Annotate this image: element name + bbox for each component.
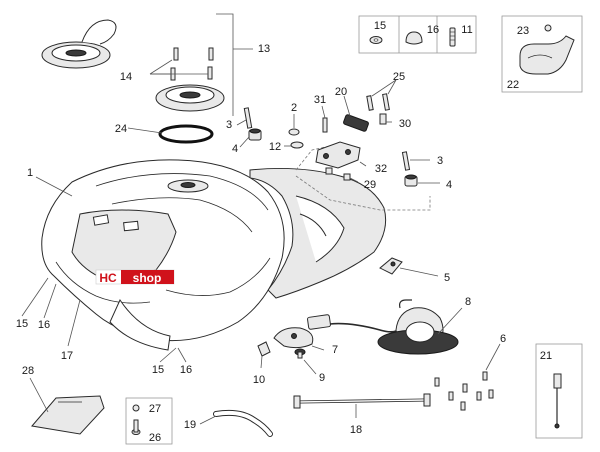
- sensor-21-part: [553, 373, 562, 429]
- gasket-24-part: [158, 124, 214, 144]
- callout-23: 23: [517, 25, 529, 37]
- drain-hose-19-part: [213, 409, 273, 437]
- screw-3-right-part: [401, 151, 411, 171]
- washer-12-part: [290, 141, 304, 149]
- screws-14-part: [170, 47, 214, 81]
- callout-1: 1: [27, 167, 33, 179]
- callout-21: 21: [540, 350, 552, 362]
- callout-22: 22: [507, 79, 519, 91]
- plate-7-part: [273, 327, 314, 349]
- fuel-tank-body-part: [41, 159, 387, 351]
- tank-front-panel: [71, 209, 177, 281]
- callout-3-left: 3: [226, 119, 232, 131]
- washer-2-part: [288, 128, 300, 136]
- callout-3-right: 3: [437, 155, 443, 167]
- bracket-box: 23 22: [501, 15, 583, 93]
- callout-15-box: 15: [374, 20, 386, 32]
- callout-16-left: 16: [38, 319, 50, 331]
- level-sensor-box-21: 21: [535, 343, 583, 439]
- callout-16-box: 16: [427, 24, 439, 36]
- callout-8: 8: [465, 296, 471, 308]
- logo-hc-text: HC: [99, 271, 117, 285]
- screw-9-part: [294, 348, 306, 359]
- callout-25: 25: [393, 71, 405, 83]
- spacer-4-right-part: [404, 174, 418, 187]
- fuel-cap-assembly: 13 14: [41, 13, 270, 116]
- callout-19: 19: [184, 419, 196, 431]
- screw-11-part: [449, 27, 456, 47]
- callout-15-bottom: 15: [152, 364, 164, 376]
- callout-4-right: 4: [446, 179, 452, 191]
- screw-31-part: [322, 117, 328, 133]
- callout-16-bottom: 16: [180, 364, 192, 376]
- callout-18: 18: [350, 424, 362, 436]
- callout-5: 5: [444, 272, 450, 284]
- callout-20: 20: [335, 86, 347, 98]
- clip-10-part: [257, 341, 271, 357]
- callout-7: 7: [332, 344, 338, 356]
- callout-26: 26: [149, 432, 161, 444]
- callout-12: 12: [269, 141, 281, 153]
- callout-27: 27: [149, 403, 161, 415]
- callout-30: 30: [399, 118, 411, 130]
- washer-27-part: [132, 404, 140, 412]
- callout-9: 9: [319, 372, 325, 384]
- bolts-25-part: [366, 93, 390, 111]
- fuel-hose-18-part: [293, 393, 431, 409]
- callout-4-left: 4: [232, 143, 238, 155]
- screw-box-26-27: 27 26: [125, 397, 173, 445]
- fuel-pump-8-part: [307, 299, 459, 355]
- spacer-4-left-part: [248, 128, 262, 141]
- screw-26-part: [131, 419, 141, 435]
- rubber-plug-16-part: [405, 31, 423, 45]
- screw-3-left-part: [243, 107, 253, 129]
- screw-23-part: [544, 24, 552, 32]
- callout-28: 28: [22, 365, 34, 377]
- callout-14: 14: [120, 71, 132, 83]
- logo-shop-text: shop: [133, 271, 162, 285]
- screws-6-part: [434, 371, 494, 411]
- pad-28-part: [31, 395, 105, 435]
- fuel-cap-lid-part: [81, 19, 117, 45]
- bracket-22-part: [519, 35, 575, 75]
- callout-11: 11: [461, 24, 472, 36]
- callout-6: 6: [500, 333, 506, 345]
- callout-10: 10: [253, 374, 265, 386]
- clip-5-part: [379, 257, 403, 275]
- callout-29: 29: [364, 179, 376, 191]
- callout-17: 17: [61, 350, 73, 362]
- bracket-assembly-32: [315, 141, 361, 169]
- callout-32: 32: [375, 163, 387, 175]
- callout-31: 31: [314, 94, 326, 106]
- part-29: [325, 167, 351, 181]
- small-parts-box: 15 16 11: [358, 15, 477, 54]
- part-30: [379, 113, 387, 125]
- hc-shop-logo: HC shop: [95, 269, 175, 285]
- sensor-20-part: [343, 114, 369, 132]
- callout-13: 13: [258, 43, 270, 55]
- callout-2: 2: [291, 102, 297, 114]
- callout-15-left: 15: [16, 318, 28, 330]
- callout-24: 24: [115, 123, 127, 135]
